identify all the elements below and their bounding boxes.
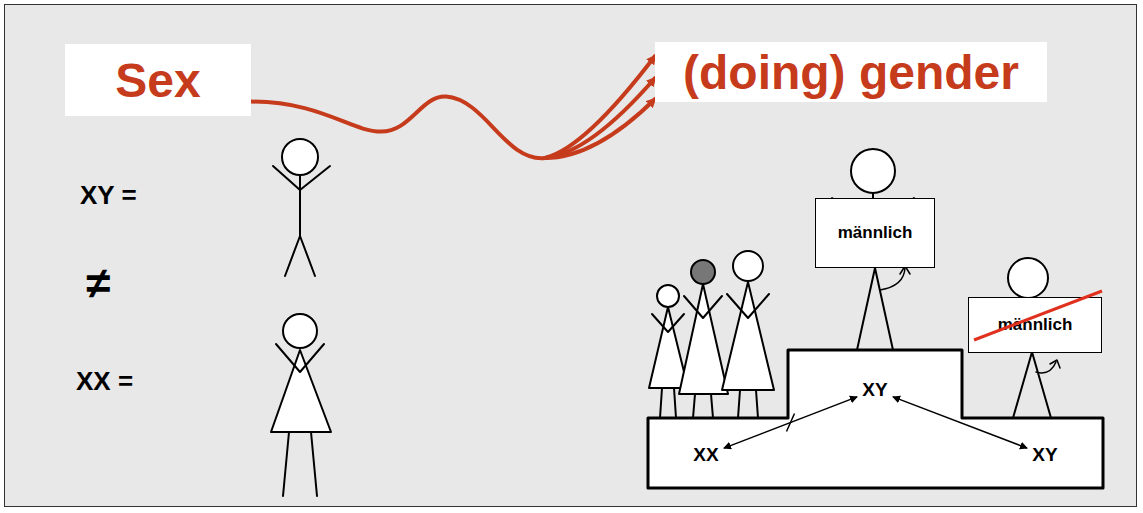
blocked-slash bbox=[787, 414, 795, 432]
sign-box: männlich bbox=[815, 198, 935, 268]
node-text: (doing) gender bbox=[683, 45, 1019, 100]
arrow-branch bbox=[545, 99, 655, 158]
podium-step: XY bbox=[1027, 440, 1063, 470]
node-text: XY bbox=[1032, 444, 1057, 466]
relation-arrow bbox=[893, 397, 1027, 448]
podium bbox=[648, 350, 1103, 488]
chromosome-label: XX = bbox=[76, 366, 133, 397]
podium-step: XX bbox=[688, 440, 724, 470]
wavy-arrow bbox=[251, 97, 545, 159]
women-group bbox=[649, 251, 774, 418]
node-text: XY bbox=[862, 379, 887, 401]
chromosome-label: XY = bbox=[80, 180, 137, 211]
sign-box: männlich bbox=[968, 297, 1102, 353]
connector bbox=[724, 397, 857, 448]
connector bbox=[893, 397, 1027, 448]
not-equal-sign: ≠ bbox=[86, 258, 110, 308]
node-text: männlich bbox=[998, 315, 1073, 335]
arrow-branch bbox=[545, 56, 655, 158]
male-figure bbox=[273, 139, 330, 276]
connector bbox=[251, 56, 655, 158]
relation-arrow bbox=[724, 397, 857, 448]
sex-box: Sex bbox=[65, 44, 251, 116]
node-text: männlich bbox=[838, 223, 913, 243]
podium-step: XY bbox=[857, 375, 893, 405]
gender-box: (doing) gender bbox=[655, 42, 1047, 102]
node-text: XX bbox=[693, 444, 718, 466]
female-figure bbox=[271, 314, 331, 496]
node-text: Sex bbox=[115, 53, 200, 108]
arrow-branch bbox=[545, 78, 655, 158]
